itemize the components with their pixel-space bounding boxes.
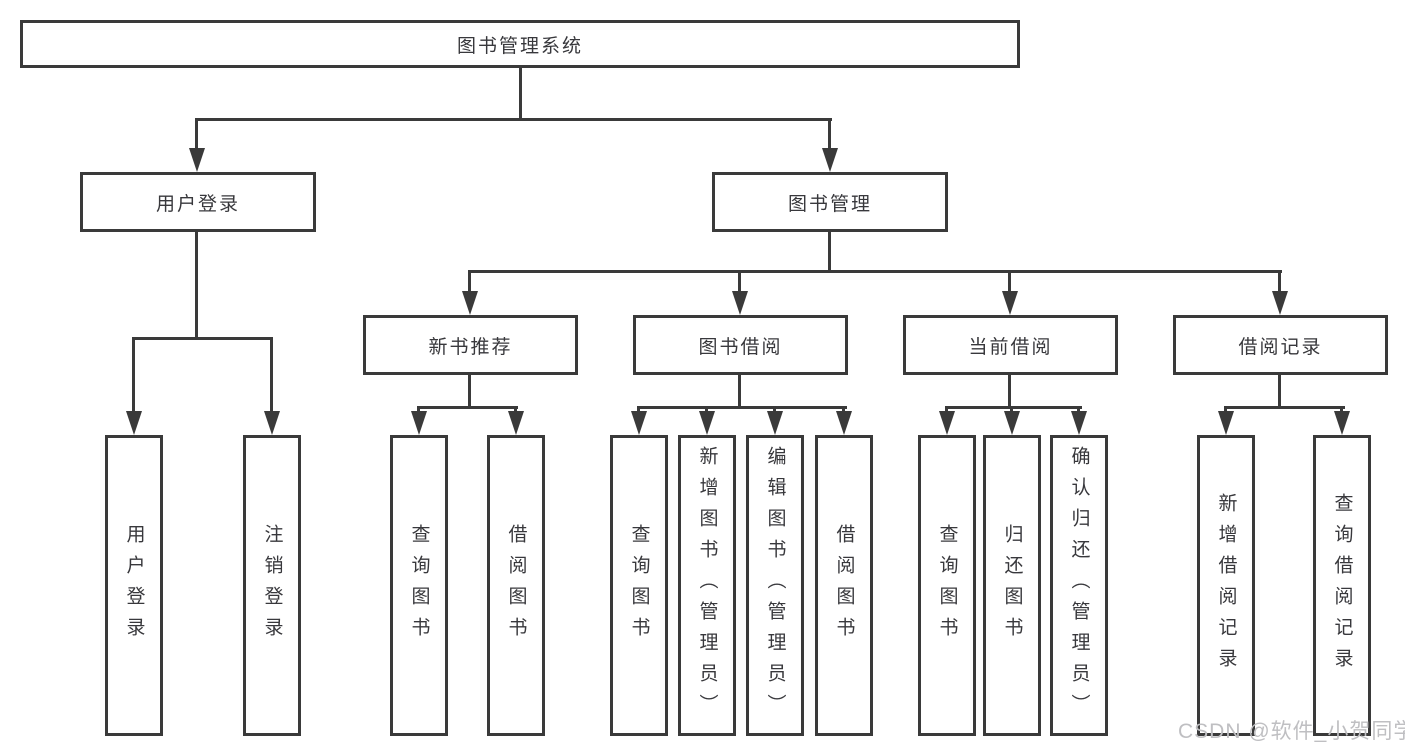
connector-line [468, 375, 471, 409]
node-borrow-records: 借阅记录 [1173, 315, 1388, 375]
leaf-add-book-admin-label: 新增图书（管理员） [696, 446, 718, 725]
connector-line [738, 270, 741, 294]
connector-arrow-down [189, 148, 205, 172]
connector-line [1010, 406, 1013, 414]
connector-line [1340, 406, 1343, 414]
leaf-logout: 注销登录 [243, 435, 301, 736]
leaf-query-books-borrow-label: 查询图书 [628, 523, 650, 648]
leaf-query-books-current: 查询图书 [918, 435, 976, 736]
connector-line [738, 375, 741, 409]
connector-line [773, 406, 776, 414]
connector-line [132, 337, 135, 415]
leaf-query-books-current-label: 查询图书 [936, 523, 958, 648]
leaf-borrow-books-recommend: 借阅图书 [487, 435, 545, 736]
leaf-add-borrow-record: 新增借阅记录 [1197, 435, 1255, 736]
connector-line [1008, 270, 1011, 294]
node-book-borrow-label: 图书借阅 [698, 336, 783, 358]
connector-arrow-down [836, 411, 852, 435]
connector-line [468, 270, 1282, 273]
connector-arrow-down [1071, 411, 1087, 435]
connector-arrow-down [411, 411, 427, 435]
node-borrow-records-label: 借阅记录 [1238, 336, 1323, 358]
node-library-system-label: 图书管理系统 [456, 35, 583, 57]
node-current-borrow-label: 当前借阅 [968, 336, 1053, 358]
leaf-edit-book-admin: 编辑图书（管理员） [746, 435, 804, 736]
leaf-user-login-label: 用户登录 [123, 523, 145, 648]
connector-line [637, 406, 640, 414]
connector-line [270, 337, 273, 415]
node-new-book-recommend: 新书推荐 [363, 315, 578, 375]
leaf-confirm-return-admin-label: 确认归还（管理员） [1068, 446, 1090, 725]
connector-line [1278, 375, 1281, 409]
node-book-borrow: 图书借阅 [633, 315, 848, 375]
connector-arrow-down [126, 411, 142, 435]
connector-arrow-down [939, 411, 955, 435]
connector-line [1224, 406, 1227, 414]
connector-line [1224, 406, 1345, 409]
node-book-management-label: 图书管理 [787, 193, 872, 215]
leaf-borrow-books-label: 借阅图书 [833, 523, 855, 648]
connector-arrow-down [1004, 411, 1020, 435]
watermark: CSDN @软件_小贺同学 [1178, 720, 1405, 743]
connector-arrow-down [767, 411, 783, 435]
connector-arrow-down [1272, 291, 1288, 315]
connector-line [132, 337, 273, 340]
connector-line [705, 406, 708, 414]
leaf-return-books-label: 归还图书 [1001, 523, 1023, 648]
connector-arrow-down [732, 291, 748, 315]
leaf-edit-book-admin-label: 编辑图书（管理员） [764, 446, 786, 725]
connector-line [417, 406, 420, 414]
connector-line [519, 68, 522, 118]
connector-line [828, 118, 831, 150]
connector-line [514, 406, 517, 414]
connector-line [417, 406, 518, 409]
connector-arrow-down [1002, 291, 1018, 315]
connector-line [842, 406, 845, 414]
connector-arrow-down [1334, 411, 1350, 435]
leaf-query-books-recommend: 查询图书 [390, 435, 448, 736]
connector-line [1278, 270, 1281, 294]
leaf-query-borrow-record-label: 查询借阅记录 [1331, 492, 1353, 679]
leaf-return-books: 归还图书 [983, 435, 1041, 736]
leaf-query-books-recommend-label: 查询图书 [408, 523, 430, 648]
connector-line [468, 270, 471, 294]
leaf-logout-label: 注销登录 [261, 523, 283, 648]
connector-arrow-down [264, 411, 280, 435]
connector-arrow-down [631, 411, 647, 435]
connector-line [195, 118, 832, 121]
connector-arrow-down [822, 148, 838, 172]
leaf-query-books-borrow: 查询图书 [610, 435, 668, 736]
node-user-login: 用户登录 [80, 172, 316, 232]
leaf-borrow-books-recommend-label: 借阅图书 [505, 523, 527, 648]
connector-line [945, 406, 1082, 409]
leaf-borrow-books: 借阅图书 [815, 435, 873, 736]
leaf-user-login: 用户登录 [105, 435, 163, 736]
connector-arrow-down [1218, 411, 1234, 435]
leaf-confirm-return-admin: 确认归还（管理员） [1050, 435, 1108, 736]
leaf-query-borrow-record: 查询借阅记录 [1313, 435, 1371, 736]
connector-line [195, 118, 198, 150]
node-user-login-label: 用户登录 [155, 193, 240, 215]
leaf-add-book-admin: 新增图书（管理员） [678, 435, 736, 736]
node-book-management: 图书管理 [712, 172, 948, 232]
connector-line [1077, 406, 1080, 414]
connector-line [945, 406, 948, 414]
node-library-system: 图书管理系统 [20, 20, 1020, 68]
connector-line [1008, 375, 1011, 409]
connector-arrow-down [462, 291, 478, 315]
node-new-book-recommend-label: 新书推荐 [428, 336, 513, 358]
connector-arrow-down [699, 411, 715, 435]
connector-line [195, 232, 198, 340]
node-current-borrow: 当前借阅 [903, 315, 1118, 375]
connector-line [828, 232, 831, 273]
connector-arrow-down [508, 411, 524, 435]
connector-line [637, 406, 847, 409]
leaf-add-borrow-record-label: 新增借阅记录 [1215, 492, 1237, 679]
